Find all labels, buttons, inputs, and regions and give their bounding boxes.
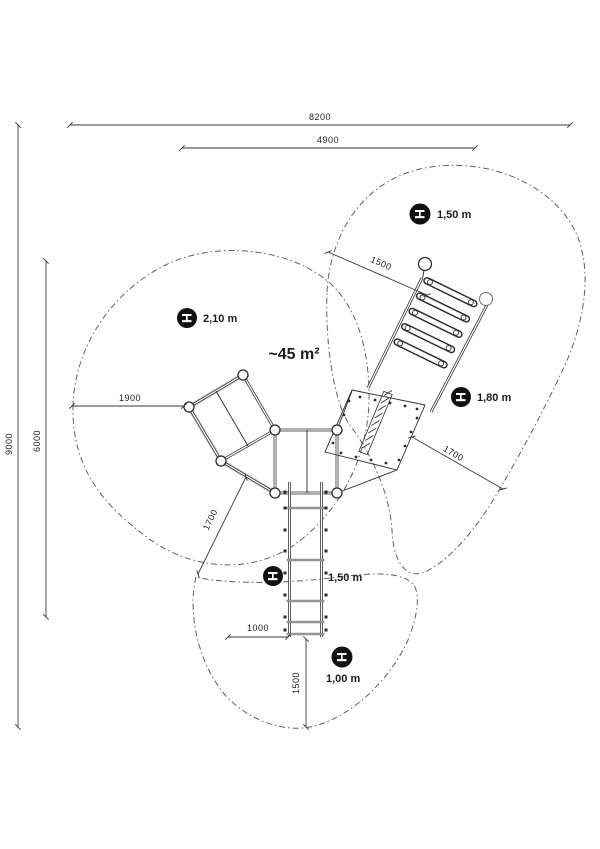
dimension-bottom-clearance: 1500: [291, 635, 310, 731]
dim-label-overall-depth: 9000: [4, 433, 14, 455]
deck-posts: [183, 369, 343, 499]
dimension-left-clearance: 1900: [68, 393, 188, 410]
post: [269, 424, 281, 436]
ladder-side-post: [479, 292, 493, 306]
ladder-rail-ticks: [283, 490, 328, 632]
fall-height-badge-right: H 1,80 m: [451, 387, 511, 407]
post: [183, 401, 195, 413]
post: [269, 487, 281, 499]
dim-label-ladder-clearance: 1500: [369, 254, 393, 272]
ladder-top-post: [417, 256, 433, 272]
net-divider: [215, 390, 249, 447]
fall-height-value: 1,50 m: [328, 572, 362, 584]
fall-height-symbol: H: [412, 209, 428, 219]
ramp-connector-top: [336, 390, 353, 431]
fall-height-symbol: H: [334, 652, 350, 662]
fall-height-icon: [331, 646, 353, 668]
fall-height-badge-left: H 2,10 m: [177, 308, 237, 328]
fall-height-icon: [451, 387, 471, 407]
safety-zone-left: [72, 250, 370, 566]
fall-height-badge-top-right: H 1,50 m: [409, 203, 471, 225]
safety-zone-bottom: [192, 573, 418, 729]
safety-zone-top-right: [326, 164, 586, 575]
dim-label-slide-clearance: 1700: [201, 508, 220, 532]
dimension-ladder-width: 1000: [224, 623, 292, 641]
central-platform: [273, 428, 339, 495]
dim-label-platform-width: 4900: [317, 135, 339, 145]
dim-label-overall-width: 8200: [309, 112, 331, 122]
dim-label-ladder-width: 1000: [247, 623, 269, 633]
post: [237, 369, 249, 381]
fall-height-value: 1,50 m: [437, 209, 471, 221]
post-stem: [422, 270, 425, 279]
fall-height-icon: [263, 566, 283, 586]
post: [215, 455, 227, 467]
dimension-zone-depth: 6000: [32, 257, 50, 621]
inclined-ladder: [366, 256, 493, 413]
post: [331, 487, 343, 499]
fall-height-symbol: H: [265, 571, 281, 581]
fall-height-symbol: H: [179, 313, 195, 323]
ramp-connector-bottom: [336, 469, 398, 494]
ramp-hatch-stripe: [358, 390, 393, 456]
fall-height-value: 1,80 m: [477, 392, 511, 404]
deck-connector: [220, 459, 276, 495]
dimension-slide-clearance: 1700: [196, 473, 248, 578]
dimension-platform-width: 4900: [178, 135, 479, 152]
area-label: ~45 m²: [268, 346, 319, 363]
vertical-ladder: [283, 482, 328, 637]
dimension-ramp-clearance: 1700: [408, 435, 507, 491]
fall-height-icon: [177, 308, 197, 328]
fall-height-value: 1,00 m: [326, 673, 360, 685]
fall-height-value: 2,10 m: [203, 313, 237, 325]
dim-label-zone-depth: 6000: [32, 430, 42, 452]
dim-label-left-clearance: 1900: [119, 393, 141, 403]
climbing-net-platform: [187, 373, 277, 463]
fall-height-badge-bottom: H 1,00 m: [326, 646, 360, 685]
ladder-rungs: [393, 277, 478, 369]
fall-height-badge-center: H 1,50 m: [263, 566, 362, 586]
post: [331, 424, 343, 436]
ladder-crossbars: [286, 506, 325, 636]
dim-label-bottom-clearance: 1500: [291, 672, 301, 694]
fall-height-symbol: H: [453, 392, 469, 402]
dimension-overall-depth: 9000: [4, 121, 22, 731]
dimension-overall-width: 8200: [66, 112, 574, 129]
dimension-ladder-clearance: 1500: [324, 250, 431, 297]
fall-height-icon: [409, 203, 431, 225]
platform-deck: [186, 372, 339, 496]
